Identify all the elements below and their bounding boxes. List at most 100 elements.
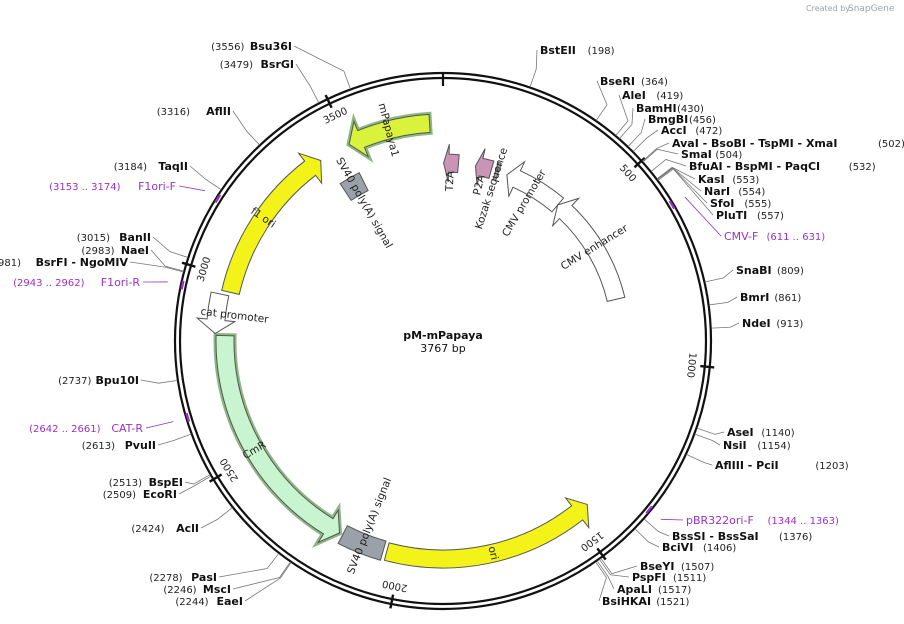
site-msci[interactable]: MscI(2246) [163, 583, 231, 596]
site-bamhi[interactable]: BamHI(430) [636, 102, 704, 115]
site-position: (419) [656, 91, 683, 102]
primer-f1ori-r[interactable]: F1ori-R(2943 .. 2962) [13, 276, 140, 289]
site-bmri[interactable]: BmrI(861) [740, 291, 801, 304]
site-nsii[interactable]: NsiI(1154) [723, 439, 791, 452]
site-bsu36i[interactable]: Bsu36I(3556) [211, 40, 292, 53]
site-aflii[interactable]: AflII(3316) [157, 105, 231, 118]
site-position: (1140) [761, 428, 794, 439]
credit-created-by: Created by [806, 4, 850, 13]
site-leader-bcivi [634, 528, 660, 548]
site-leader-bsihkai [595, 561, 607, 602]
site-name: BciVI [662, 541, 693, 554]
primer-cat-r[interactable]: CAT-R(2642 .. 2661) [29, 422, 143, 435]
site-position: (1517) [658, 585, 691, 596]
site-position: (2613) [82, 441, 115, 452]
site-position: (809) [777, 266, 804, 277]
feature-t2a[interactable] [443, 144, 460, 183]
site-position: (1376) [779, 532, 812, 543]
site-bpu10i[interactable]: Bpu10I(2737) [58, 374, 139, 387]
site-bsrgi[interactable]: BsrGI(3479) [220, 58, 294, 71]
feature-cmv-promoter[interactable] [506, 160, 565, 213]
site-alei[interactable]: AleI(419) [622, 89, 683, 102]
site-name: BstEII [540, 44, 576, 57]
feature-sv40-poly-a-signal[interactable] [337, 525, 387, 561]
feature-p2a[interactable] [474, 148, 495, 186]
site-pspfi[interactable]: PspFI(1511) [632, 571, 706, 584]
primer-pbr322ori-f[interactable]: pBR322ori-F(1344 .. 1363) [686, 514, 839, 527]
site-leader-msci [232, 561, 291, 590]
site-bsteii[interactable]: BstEII (198) [540, 44, 615, 57]
site-smai[interactable]: SmaI(504) [681, 148, 742, 161]
site-leader-bsteii [529, 49, 538, 88]
primer-f1ori-f[interactable]: F1ori-F(3153 .. 3174) [49, 180, 176, 193]
site-bseyi[interactable]: BseYI(1507) [640, 560, 714, 573]
site-position: (504) [715, 150, 742, 161]
primer-leader-cmv-f [684, 196, 722, 237]
primer-cmv-f[interactable]: CMV-F(611 .. 631) [724, 230, 825, 243]
feature-kozak-sequence[interactable] [492, 161, 502, 182]
site-name: BseYI [640, 560, 674, 573]
site-apali[interactable]: ApaLI(1517) [617, 583, 691, 596]
site-name: EcoRI [143, 488, 177, 501]
site-position: (198) [588, 46, 615, 57]
site-leader-sfoi [657, 167, 708, 204]
site-acli[interactable]: AclI(2424) [131, 522, 199, 535]
site-kasi[interactable]: KasI(553) [698, 173, 759, 186]
tick-mark-500 [633, 157, 646, 169]
site-bcivi[interactable]: BciVI(1406) [662, 541, 736, 554]
site-avai-bsobi-tspmi-xmai[interactable]: AvaI - BsoBI - TspMI - XmaI(502) [672, 137, 904, 150]
feature-cmv-enhancer[interactable] [551, 197, 626, 303]
site-ndei[interactable]: NdeI(913) [742, 317, 803, 330]
feature-mpapaya1[interactable] [348, 113, 431, 158]
site-position: (1521) [656, 597, 689, 608]
tick-label-3500: 3500 [322, 106, 350, 127]
site-acci[interactable]: AccI(472) [661, 124, 722, 137]
site-bsihkai[interactable]: BsiHKAI(1521) [602, 595, 690, 608]
site-eaei[interactable]: EaeI(2244) [175, 595, 243, 608]
site-bspei[interactable]: BspEI(2513) [109, 476, 183, 489]
site-bsssi-bsssai[interactable]: BssSI - BssSaI(1376) [672, 530, 812, 543]
feature-cat-promoter[interactable] [195, 291, 237, 335]
site-leader-bseyi [600, 558, 638, 575]
site-pasi[interactable]: PasI(2278) [149, 571, 217, 584]
site-leader-smai [642, 148, 679, 163]
site-ecori[interactable]: EcoRI(2509) [103, 488, 177, 501]
site-position: (1154) [757, 441, 790, 452]
site-banii[interactable]: BanII(3015) [77, 231, 151, 244]
tick-label-1500: 1500 [578, 529, 605, 553]
site-leader-bfuai-bspmi-paqci [650, 159, 687, 172]
site-name: PspFI [632, 571, 666, 584]
site-bsrfi-ngomiv[interactable]: BsrFI - NgoMIV(2981) [0, 256, 128, 269]
site-nari[interactable]: NarI(554) [704, 185, 765, 198]
site-sfoi[interactable]: SfoI(555) [710, 197, 771, 210]
site-position: (3479) [220, 60, 253, 71]
primer-leader-pbr322ori-f [660, 518, 684, 521]
site-position: (532) [849, 162, 876, 173]
site-snabi[interactable]: SnaBI(809) [736, 264, 804, 277]
site-naei[interactable]: NaeI(2983) [81, 244, 149, 257]
site-pluti[interactable]: PluTI(557) [716, 209, 784, 222]
site-bmgbi[interactable]: BmgBI(456) [648, 113, 716, 126]
site-asei[interactable]: AseI(1140) [727, 426, 795, 439]
site-leader-nari [657, 167, 702, 192]
site-bfuai-bspmi-paqci[interactable]: BfuAI - BspMI - PaqCI(532) [689, 160, 876, 173]
site-name: SmaI [681, 148, 712, 161]
feature-ori[interactable] [383, 496, 590, 569]
primer-mark-cat-r [185, 412, 191, 422]
site-position: (2981) [0, 258, 21, 269]
site-leader-alei [615, 94, 629, 136]
site-position: (3015) [77, 233, 110, 244]
feature-sv40-poly-a-signal-top[interactable] [339, 172, 369, 202]
tick-mark-2500 [209, 473, 223, 483]
site-taqii[interactable]: TaqII(3184) [114, 160, 188, 173]
primer-mark-f1ori-r [180, 280, 185, 290]
tick-mark-1000 [700, 364, 715, 369]
site-name: BseRI [600, 75, 635, 88]
tick-mark-3500 [324, 94, 333, 109]
feature-f1-ori[interactable] [221, 152, 323, 296]
site-pvuii[interactable]: PvuII(2613) [82, 439, 156, 452]
site-bseri[interactable]: BseRI(364) [600, 75, 668, 88]
feature-cmr[interactable] [215, 334, 341, 544]
site-name: Bpu10I [96, 374, 140, 387]
site-afliii-pcii[interactable]: AflIII - PciI(1203) [715, 459, 849, 472]
